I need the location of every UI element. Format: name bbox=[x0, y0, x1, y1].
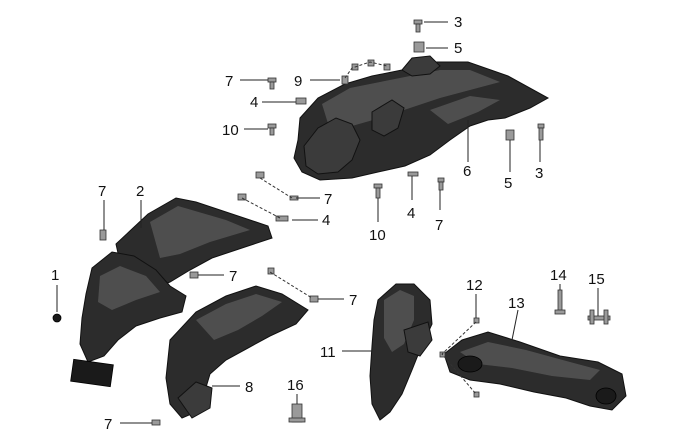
callout-16: 16 bbox=[287, 377, 304, 394]
callout-13: 13 bbox=[508, 295, 525, 312]
rear-undertray-part bbox=[293, 55, 550, 181]
callout-11: 11 bbox=[320, 344, 336, 361]
callout-4: 4 bbox=[407, 205, 415, 222]
callout-12: 12 bbox=[466, 277, 483, 294]
chain-guard-part bbox=[443, 331, 627, 411]
nut-part-1 bbox=[52, 313, 62, 323]
callout-3: 3 bbox=[535, 165, 543, 182]
callout-10: 10 bbox=[369, 227, 386, 244]
callout-9: 9 bbox=[294, 73, 302, 90]
leader-lines bbox=[56, 21, 599, 424]
callout-7: 7 bbox=[225, 73, 233, 90]
callout-5: 5 bbox=[504, 175, 512, 192]
callout-3: 3 bbox=[454, 14, 462, 31]
callout-5: 5 bbox=[454, 40, 462, 57]
callout-1: 1 bbox=[51, 267, 59, 284]
callout-4: 4 bbox=[250, 94, 258, 111]
callout-labels: 1 2 3 3 4 4 4 5 5 6 7 7 7 7 7 7 7 8 9 10… bbox=[51, 14, 605, 433]
callout-4: 4 bbox=[322, 212, 330, 229]
callout-6: 6 bbox=[463, 163, 471, 180]
license-bracket-part bbox=[70, 197, 273, 388]
lower-fender-panel-part bbox=[165, 285, 309, 419]
callout-15: 15 bbox=[588, 271, 605, 288]
callout-7: 7 bbox=[349, 292, 357, 309]
callout-2: 2 bbox=[136, 183, 144, 200]
callout-7: 7 bbox=[229, 268, 237, 285]
callout-14: 14 bbox=[550, 267, 567, 284]
callout-7: 7 bbox=[435, 217, 443, 234]
callout-10: 10 bbox=[222, 122, 239, 139]
callout-7: 7 bbox=[104, 416, 112, 433]
callout-8: 8 bbox=[245, 379, 253, 396]
callout-7: 7 bbox=[324, 191, 332, 208]
rear-hugger-part bbox=[369, 283, 433, 421]
callout-7: 7 bbox=[98, 183, 106, 200]
assembly-lines bbox=[241, 61, 477, 395]
